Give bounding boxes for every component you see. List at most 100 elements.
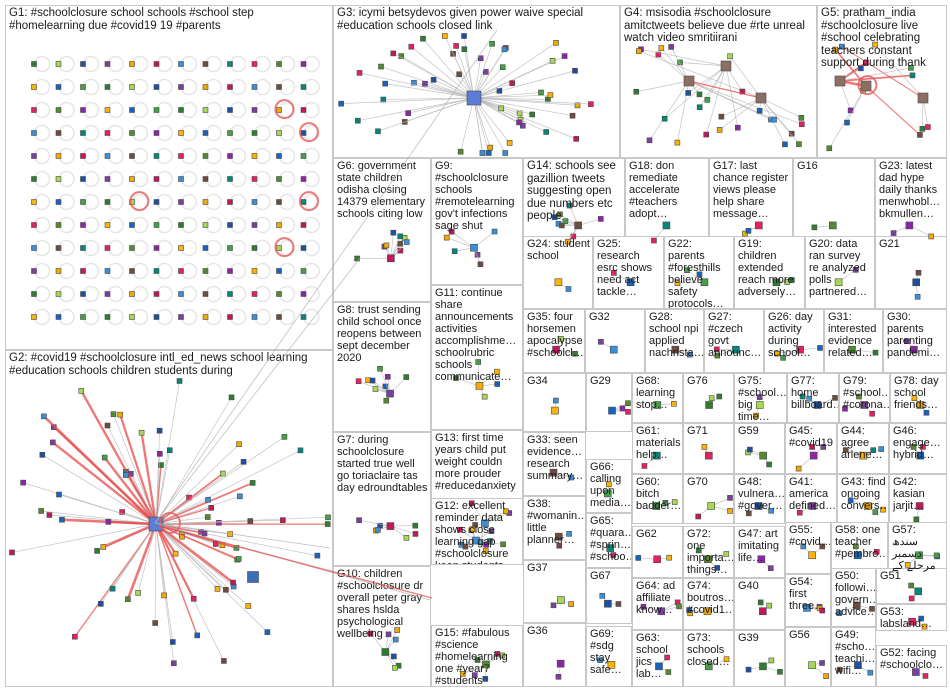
peer-node bbox=[847, 497, 854, 504]
isolate-node bbox=[80, 61, 86, 67]
peer-node bbox=[356, 517, 362, 523]
peer-node bbox=[796, 509, 803, 516]
peer-node bbox=[768, 657, 775, 664]
group-g38: G38: #womanin… little planner… bbox=[523, 496, 586, 560]
edge bbox=[155, 523, 249, 607]
peer-node bbox=[869, 410, 875, 417]
peer-node bbox=[212, 541, 219, 547]
isolate-node bbox=[251, 222, 258, 228]
group-label: G28: school npi applied nachrista… bbox=[649, 311, 704, 359]
group-graph bbox=[890, 221, 935, 240]
hub-node bbox=[549, 468, 558, 477]
peer-node bbox=[872, 509, 879, 515]
group-graph bbox=[598, 338, 618, 354]
hub-node bbox=[759, 451, 767, 460]
isolate-node bbox=[202, 84, 209, 90]
isolate-node bbox=[300, 245, 307, 251]
peer-node bbox=[482, 548, 489, 554]
group-label: G22: parents #foresthills believe safety… bbox=[668, 238, 724, 309]
peer-node bbox=[325, 514, 331, 521]
peer-node bbox=[796, 141, 802, 147]
group-graph bbox=[552, 335, 578, 357]
peer-node bbox=[556, 542, 563, 549]
peer-node bbox=[547, 92, 554, 98]
group-label: G32 bbox=[589, 311, 610, 323]
group-graph bbox=[705, 393, 723, 409]
hub-node bbox=[916, 401, 925, 409]
isolate-node bbox=[178, 84, 184, 90]
peer-node bbox=[615, 601, 622, 607]
isolate-node bbox=[129, 84, 135, 90]
peer-node bbox=[870, 447, 876, 453]
peer-node bbox=[915, 269, 922, 276]
peer-node bbox=[925, 124, 931, 130]
peer-node bbox=[766, 461, 772, 468]
peer-node bbox=[911, 395, 918, 402]
hub-node bbox=[859, 451, 868, 460]
peer-node bbox=[610, 552, 617, 558]
isolate-node bbox=[31, 84, 37, 90]
peer-node bbox=[235, 556, 242, 562]
peer-node bbox=[727, 495, 733, 501]
group-g18: G18: don remediate accelerate #teachers … bbox=[625, 158, 709, 249]
peer-node bbox=[676, 603, 682, 610]
isolate-node bbox=[104, 199, 111, 205]
group-label: G58: one teacher #pembro… bbox=[835, 524, 888, 560]
peer-node bbox=[569, 112, 576, 119]
peer-node bbox=[708, 395, 715, 401]
peer-node bbox=[355, 378, 362, 385]
peer-node bbox=[842, 405, 848, 412]
group-label: G60: bitch badder… bbox=[636, 476, 682, 512]
group-g43: G43: find ongoing convers… bbox=[837, 474, 889, 524]
edge bbox=[670, 46, 690, 82]
peer-node bbox=[619, 405, 626, 412]
peer-node bbox=[852, 267, 859, 273]
edge bbox=[729, 56, 762, 99]
edge bbox=[719, 97, 762, 131]
group-graph bbox=[745, 502, 774, 517]
peer-node bbox=[420, 35, 426, 42]
group-label: G44: agree arlene… bbox=[841, 425, 883, 461]
peer-node bbox=[487, 144, 494, 151]
group-graph bbox=[367, 627, 402, 671]
hub-node bbox=[809, 451, 818, 460]
group-g77: G77: home billboard… bbox=[787, 373, 839, 423]
isolate-node bbox=[153, 222, 160, 228]
hub-node bbox=[732, 345, 740, 354]
peer-node bbox=[236, 441, 242, 448]
group-graph bbox=[803, 603, 826, 614]
group-graph bbox=[671, 345, 693, 358]
isolate-node bbox=[31, 61, 37, 67]
group-g55: G55: #covid… bbox=[785, 522, 831, 574]
group-graph bbox=[847, 497, 886, 515]
isolate-node bbox=[202, 199, 209, 205]
peer-node bbox=[606, 481, 612, 488]
group-g30: G30: parents parenting pandemi… bbox=[883, 309, 947, 373]
peer-node bbox=[553, 397, 559, 404]
peer-node bbox=[757, 599, 764, 606]
group-g54: G54: first three… bbox=[785, 574, 831, 627]
peer-node bbox=[384, 373, 391, 380]
hub-node bbox=[755, 221, 763, 230]
edge bbox=[473, 43, 493, 99]
edge bbox=[649, 80, 690, 141]
peer-node bbox=[695, 513, 702, 520]
isolate-node bbox=[300, 199, 307, 205]
group-g39: G39 bbox=[734, 630, 785, 687]
group-g46: G46: engage… hybrid… bbox=[889, 423, 947, 474]
peer-node bbox=[459, 670, 466, 677]
isolate-node bbox=[251, 291, 258, 297]
group-label: G25: research esrc shows need act tackle… bbox=[597, 238, 653, 298]
hub-node bbox=[574, 221, 582, 230]
peer-node bbox=[747, 446, 753, 453]
peer-node bbox=[696, 91, 703, 98]
group-g6: G6: government state children odisha clo… bbox=[333, 158, 431, 302]
edge bbox=[140, 432, 158, 525]
peer-node bbox=[651, 237, 657, 244]
group-g64: G64: ad affiliate know… bbox=[632, 578, 683, 630]
group-graph bbox=[772, 277, 795, 287]
peer-node bbox=[908, 582, 914, 589]
peer-node bbox=[867, 669, 874, 676]
group-label: G4: msisodia #schoolclosure amitctweets … bbox=[624, 7, 805, 44]
